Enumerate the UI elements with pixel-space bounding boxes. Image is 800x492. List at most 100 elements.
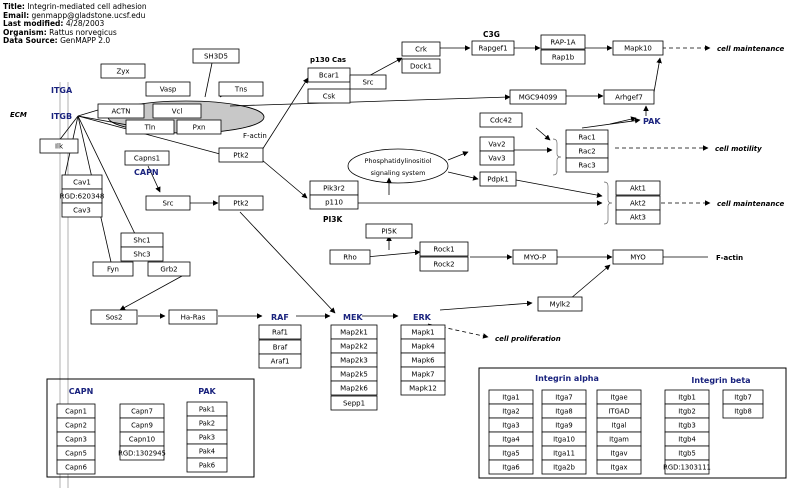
gene-mapk12[interactable]: Mapk12 (400, 380, 446, 396)
gene-raf1[interactable]: Raf1 (258, 324, 302, 340)
gene-ptk2_b[interactable]: Ptk2 (218, 195, 264, 211)
legend-pak-item[interactable]: Pak2 (186, 415, 228, 431)
gene-map2k5[interactable]: Map2k5 (330, 366, 378, 382)
gene-tln[interactable]: Tln (125, 119, 175, 135)
legend-integrin-item[interactable]: Itgb7 (722, 389, 764, 405)
legend-integrin-item[interactable]: Itgb4 (664, 431, 710, 447)
legend-integrin-item[interactable]: Itga7 (541, 389, 587, 405)
gene-src[interactable]: Src (145, 195, 191, 211)
gene-mylk2[interactable]: Mylk2 (537, 296, 583, 312)
gene-sepp1[interactable]: Sepp1 (330, 395, 378, 411)
legend-integrin-item[interactable]: Itga4 (488, 431, 534, 447)
legend-capn-item[interactable]: Capn9 (119, 417, 165, 433)
gene-vasp[interactable]: Vasp (145, 81, 191, 97)
gene-shc3[interactable]: Shc3 (120, 246, 164, 262)
legend-integrin-item[interactable]: Itga1 (488, 389, 534, 405)
legend-pak-item[interactable]: Pak3 (186, 429, 228, 445)
legend-integrin-item[interactable]: Itgax (596, 459, 642, 475)
legend-capn-item[interactable]: RGD:1302945 (118, 445, 166, 461)
gene-src2[interactable]: Src (349, 74, 387, 90)
legend-capn-item[interactable]: Capn3 (56, 431, 96, 447)
gene-myop[interactable]: MYO-P (512, 249, 558, 265)
gene-vav2[interactable]: Vav2 (479, 136, 515, 152)
gene-rap1a[interactable]: RAP-1A (540, 34, 586, 50)
gene-tns[interactable]: Tns (218, 81, 264, 97)
gene-pi5k[interactable]: PI5K (365, 223, 413, 239)
gene-myo[interactable]: MYO (612, 249, 664, 265)
gene-sos2[interactable]: Sos2 (90, 309, 138, 325)
gene-rac2[interactable]: Rac2 (565, 143, 609, 159)
gene-vcl[interactable]: Vcl (152, 103, 202, 119)
legend-pak-item[interactable]: Pak1 (186, 401, 228, 417)
gene-pik3r2[interactable]: Pik3r2 (309, 180, 359, 196)
gene-mapk1[interactable]: Mapk1 (400, 324, 446, 340)
legend-capn-item[interactable]: Capn10 (119, 431, 165, 447)
gene-fyn[interactable]: Fyn (92, 261, 134, 277)
legend-pak-item[interactable]: Pak4 (186, 443, 228, 459)
legend-capn-item[interactable]: Capn7 (119, 403, 165, 419)
gene-araf1[interactable]: Araf1 (258, 353, 302, 369)
gene-p110[interactable]: p110 (309, 194, 359, 210)
gene-akt1[interactable]: Akt1 (615, 180, 661, 196)
gene-vav3[interactable]: Vav3 (479, 150, 515, 166)
gene-pxn[interactable]: Pxn (176, 119, 222, 135)
gene-rho[interactable]: Rho (329, 249, 371, 265)
legend-capn-item[interactable]: Capn2 (56, 417, 96, 433)
gene-bcar1[interactable]: Bcar1 (307, 67, 351, 83)
gene-dock1[interactable]: Dock1 (401, 58, 441, 74)
legend-integrin-item[interactable]: Itga9 (541, 417, 587, 433)
legend-integrin-item[interactable]: Itgb1 (664, 389, 710, 405)
gene-rock2[interactable]: Rock2 (419, 256, 469, 272)
gene-actn[interactable]: ACTN (97, 103, 145, 119)
gene-mapk10[interactable]: Mapk10 (612, 40, 664, 56)
legend-capn-item[interactable]: Capn1 (56, 403, 96, 419)
gene-zyx[interactable]: Zyx (100, 63, 146, 79)
legend-integrin-item[interactable]: Itga3 (488, 417, 534, 433)
gene-map2k6[interactable]: Map2k6 (330, 380, 378, 396)
legend-integrin-item[interactable]: Itgb8 (722, 403, 764, 419)
legend-integrin-item[interactable]: ITGAD (596, 403, 642, 419)
legend-integrin-item[interactable]: Itga6 (488, 459, 534, 475)
legend-capn-item[interactable]: Capn6 (56, 459, 96, 475)
gene-grb2[interactable]: Grb2 (147, 261, 191, 277)
gene-capns1[interactable]: Capns1 (124, 150, 170, 166)
legend-integrin-item[interactable]: Itgam (596, 431, 642, 447)
legend-integrin-item[interactable]: Itga5 (488, 445, 534, 461)
gene-cav1[interactable]: Cav1 (61, 174, 103, 190)
gene-rapgef1[interactable]: Rapgef1 (471, 40, 515, 56)
gene-rock1[interactable]: Rock1 (419, 241, 469, 257)
legend-integrin-item[interactable]: Itgb5 (664, 445, 710, 461)
gene-braf[interactable]: Braf (258, 339, 302, 355)
gene-map2k3[interactable]: Map2k3 (330, 352, 378, 368)
gene-hras[interactable]: Ha-Ras (168, 309, 218, 325)
legend-integrin-item[interactable]: Itga2 (488, 403, 534, 419)
gene-rap1b[interactable]: Rap1b (540, 49, 586, 65)
legend-pak-item[interactable]: Pak6 (186, 457, 228, 473)
gene-map2k1[interactable]: Map2k1 (330, 324, 378, 340)
gene-mapk7[interactable]: Mapk7 (400, 366, 446, 382)
legend-integrin-item[interactable]: Itgb2 (664, 403, 710, 419)
gene-crk[interactable]: Crk (401, 41, 441, 57)
gene-ilk[interactable]: Ilk (39, 138, 79, 154)
legend-integrin-item[interactable]: Itgal (596, 417, 642, 433)
gene-ptk2_a[interactable]: Ptk2 (218, 147, 264, 163)
gene-cdc42[interactable]: Cdc42 (479, 112, 523, 128)
gene-rac3[interactable]: Rac3 (565, 157, 609, 173)
legend-integrin-item[interactable]: Itga2b (541, 459, 587, 475)
legend-capn-item[interactable]: Capn5 (56, 445, 96, 461)
gene-cav3[interactable]: Cav3 (61, 202, 103, 218)
gene-rac1[interactable]: Rac1 (565, 129, 609, 145)
gene-csk[interactable]: Csk (307, 88, 351, 104)
legend-integrin-item[interactable]: Itga11 (541, 445, 587, 461)
gene-sh3d5[interactable]: SH3D5 (192, 48, 240, 64)
gene-arhgef7[interactable]: Arhgef7 (603, 89, 655, 105)
legend-integrin-item[interactable]: Itga10 (541, 431, 587, 447)
gene-akt2[interactable]: Akt2 (615, 195, 661, 211)
gene-mapk4[interactable]: Mapk4 (400, 338, 446, 354)
legend-integrin-item[interactable]: Itga8 (541, 403, 587, 419)
gene-mgc94099[interactable]: MGC94099 (509, 89, 567, 105)
gene-map2k2[interactable]: Map2k2 (330, 338, 378, 354)
legend-integrin-item[interactable]: Itgb3 (664, 417, 710, 433)
gene-akt3[interactable]: Akt3 (615, 209, 661, 225)
gene-mapk6[interactable]: Mapk6 (400, 352, 446, 368)
